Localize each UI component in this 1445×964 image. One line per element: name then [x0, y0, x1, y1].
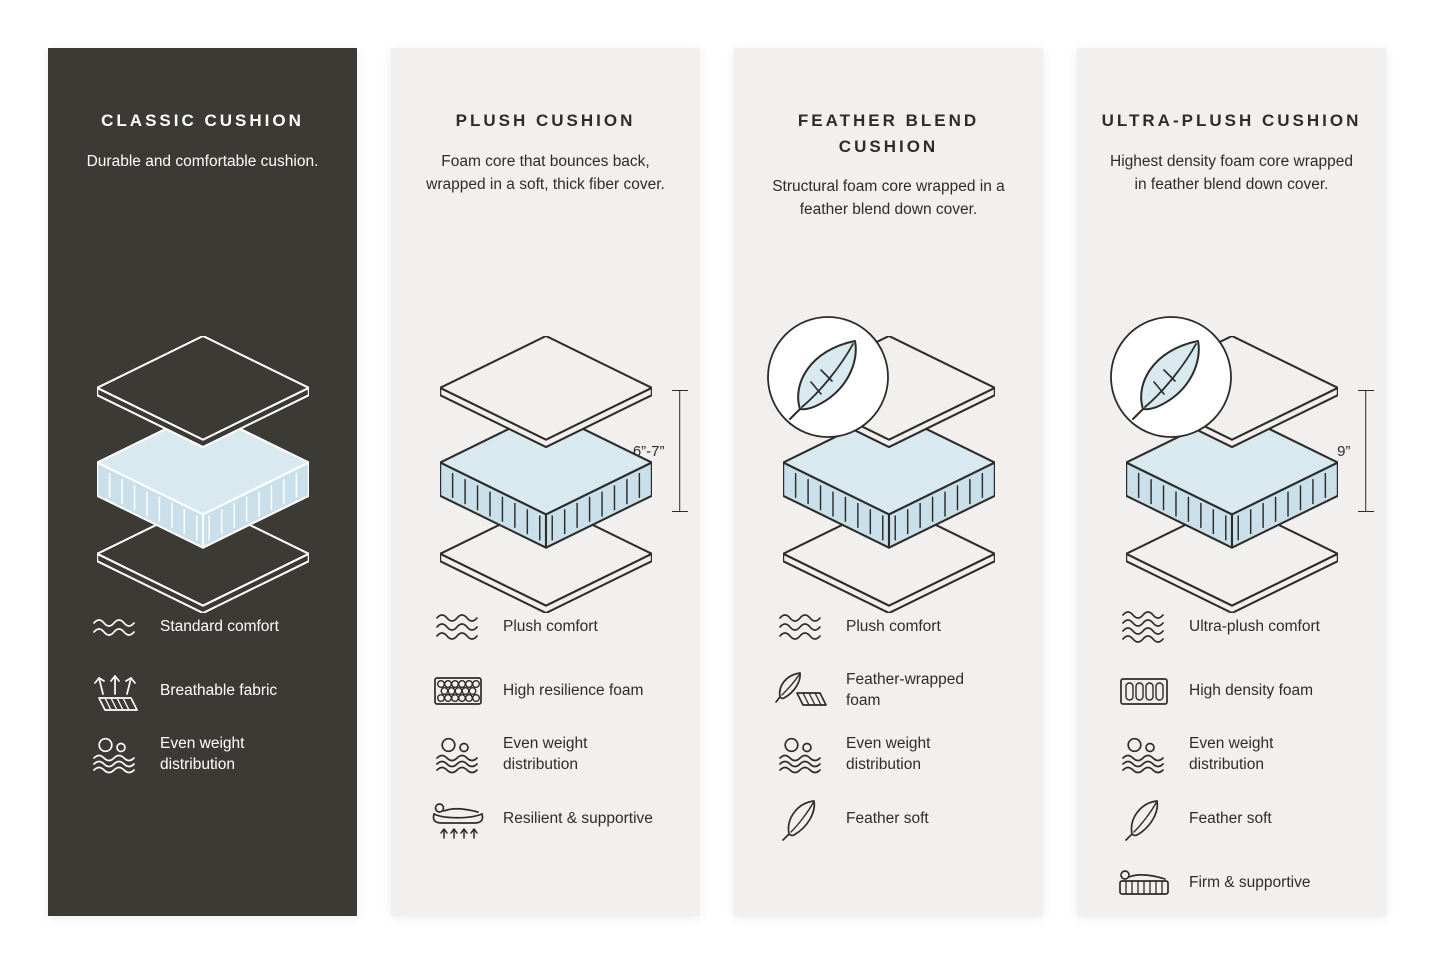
card-title: ULTRA-PLUSH CUSHION	[1101, 111, 1362, 130]
feature-label: Breathable fabric	[160, 681, 278, 699]
feature-label: Standard comfort	[160, 617, 279, 635]
breathable-arrows-icon	[86, 668, 144, 714]
waves-icon	[429, 604, 487, 650]
resilient-supportive-icon	[429, 796, 487, 842]
feature-label: Feather-wrapped foam	[846, 671, 965, 709]
resilience-foam-icon	[429, 668, 487, 714]
feature-row: Ultra-plush comfort	[1115, 604, 1370, 650]
feather-icon	[1115, 796, 1173, 842]
feature-row: Standard comfort	[86, 604, 341, 650]
feature-label: High density foam	[1189, 681, 1314, 699]
feature-row: High density foam	[1115, 668, 1370, 714]
waves-icon	[772, 604, 830, 650]
feature-label: Resilient & supportive	[503, 809, 653, 827]
measurement-label: 9”	[1337, 442, 1351, 460]
feature-row: Plush comfort	[429, 604, 684, 650]
feather-icon	[772, 796, 830, 842]
feature-row: Feather soft	[1115, 796, 1370, 842]
card-description: Structural foam core wrapped in a feathe…	[772, 178, 1005, 219]
feature-row: Plush comfort	[772, 604, 1027, 650]
feature-label: Plush comfort	[503, 617, 598, 635]
cushion-layers-illustration: 9”	[1110, 317, 1374, 618]
feature-label: Plush comfort	[846, 617, 941, 635]
card-title: PLUSH CUSHION	[455, 111, 636, 130]
cushion-comparison: CLASSIC CUSHION Durable and comfortable …	[0, 0, 1445, 916]
feature-label: Firm & supportive	[1189, 873, 1311, 891]
feature-row: Firm & supportive	[1115, 860, 1370, 906]
feature-label: Even weight distribution	[503, 735, 588, 773]
card-description: Foam core that bounces back, wrapped in …	[426, 152, 665, 193]
card-ultra-plush-cushion: ULTRA-PLUSH CUSHION Highest density foam…	[1077, 48, 1386, 916]
cushion-layers-illustration	[97, 336, 309, 618]
feature-label: Even weight distribution	[160, 735, 245, 773]
feature-row: Resilient & supportive	[429, 796, 684, 842]
card-title: FEATHER BLEND CUSHION	[797, 111, 980, 156]
feather-wrapped-foam-icon	[772, 668, 830, 714]
feature-row: Even weight distribution	[772, 732, 1027, 778]
card-classic-cushion: CLASSIC CUSHION Durable and comfortable …	[48, 48, 357, 916]
measurement-indicator: 9”	[1337, 390, 1374, 512]
waves-icon	[86, 604, 144, 650]
card-feather-blend-cushion: FEATHER BLEND CUSHION Structural foam co…	[734, 48, 1043, 916]
measurement-indicator: 6”-7”	[633, 390, 688, 512]
feature-list: Ultra-plush comfort High density foam Ev…	[1115, 604, 1370, 906]
cushion-layers-illustration: 6”-7”	[440, 336, 688, 618]
feature-list: Standard comfort Breathable fabric Even …	[86, 604, 341, 778]
even-weight-icon	[86, 732, 144, 778]
measurement-line	[671, 390, 688, 512]
feature-list: Plush comfort Feather-wrapped foam Even …	[772, 604, 1027, 842]
feature-label: Feather soft	[846, 809, 929, 827]
feature-label: High resilience foam	[503, 681, 644, 699]
waves-icon	[1115, 604, 1173, 650]
feature-row: Even weight distribution	[1115, 732, 1370, 778]
feature-label: Even weight distribution	[1189, 735, 1274, 773]
card-description: Highest density foam core wrapped in fea…	[1110, 152, 1353, 193]
feature-row: Breathable fabric	[86, 668, 341, 714]
feather-badge	[1108, 314, 1234, 445]
card-description: Durable and comfortable cushion.	[86, 152, 319, 170]
feature-row: High resilience foam	[429, 668, 684, 714]
measurement-line	[1357, 390, 1374, 512]
card-title: CLASSIC CUSHION	[101, 111, 304, 130]
feature-row: Even weight distribution	[429, 732, 684, 778]
feature-row: Feather soft	[772, 796, 1027, 842]
high-density-foam-icon	[1115, 668, 1173, 714]
even-weight-icon	[429, 732, 487, 778]
feature-label: Ultra-plush comfort	[1189, 617, 1320, 635]
cushion-layers-illustration	[767, 317, 995, 618]
feature-row: Feather-wrapped foam	[772, 668, 1027, 714]
card-plush-cushion: PLUSH CUSHION Foam core that bounces bac…	[391, 48, 700, 916]
feature-label: Even weight distribution	[846, 735, 931, 773]
feature-row: Even weight distribution	[86, 732, 341, 778]
feather-badge	[765, 314, 891, 445]
firm-supportive-icon	[1115, 860, 1173, 906]
measurement-label: 6”-7”	[632, 442, 665, 460]
even-weight-icon	[1115, 732, 1173, 778]
feature-label: Feather soft	[1189, 809, 1272, 827]
even-weight-icon	[772, 732, 830, 778]
feature-list: Plush comfort High resilience foam Even …	[429, 604, 684, 842]
